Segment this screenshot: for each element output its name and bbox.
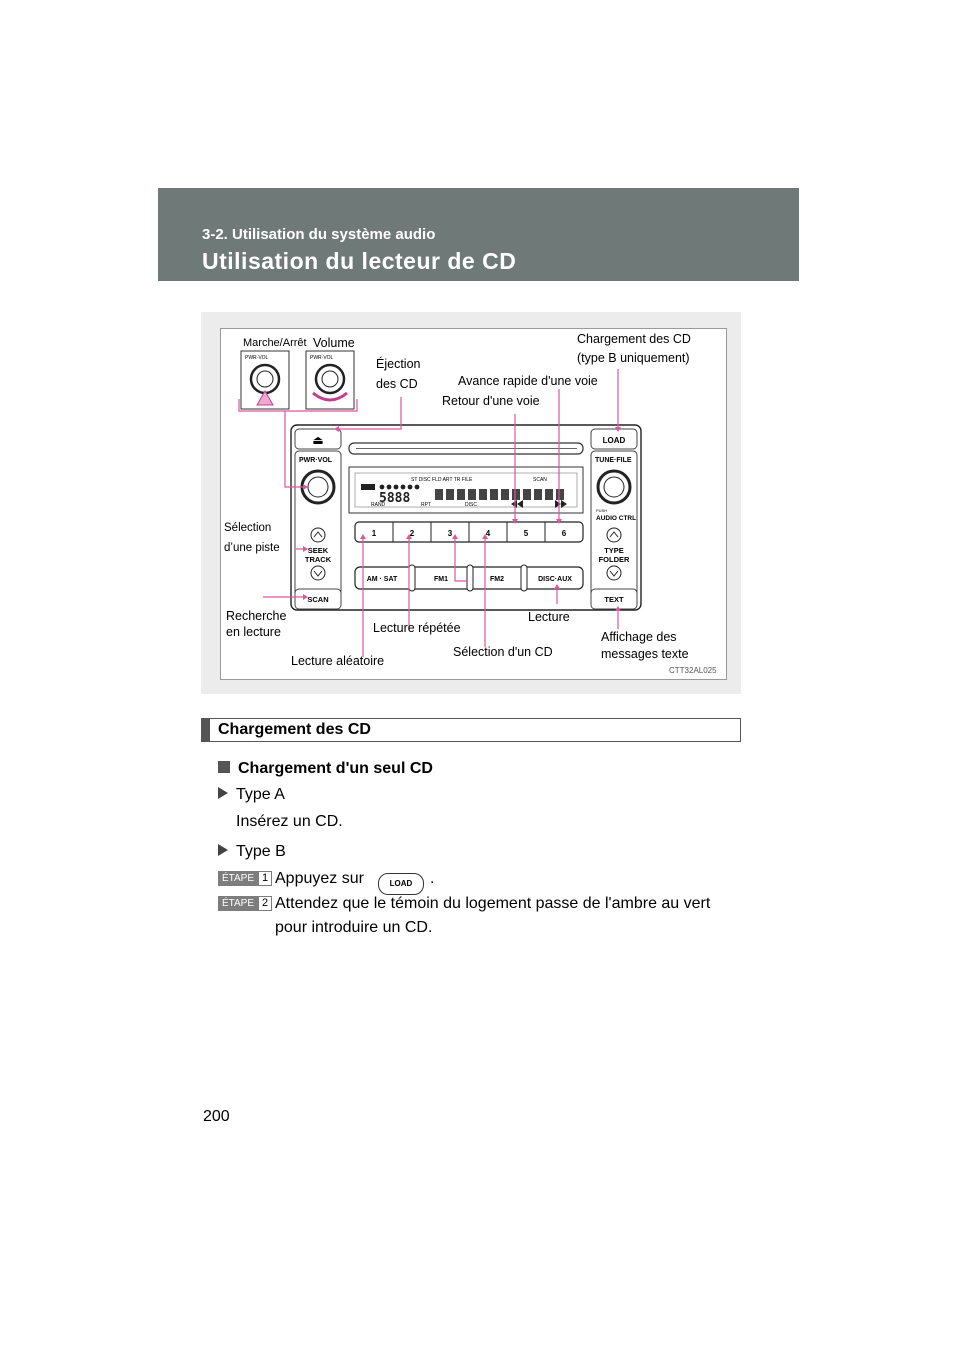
callout-text-msg-2: messages texte — [601, 647, 689, 661]
type-label: TYPE — [604, 546, 624, 555]
folder-label: FOLDER — [599, 555, 630, 564]
audio-ctrl-label: AUDIO CTRL — [596, 515, 636, 522]
callout-fast-forward: Avance rapide d'une voie — [458, 374, 598, 388]
preset-1: 1 — [372, 529, 377, 538]
triangle-bullet-icon — [218, 787, 228, 799]
display-rand: RAND — [371, 502, 386, 508]
callout-repeat: Lecture répétée — [373, 621, 461, 635]
callout-load-b-2: (type B uniquement) — [577, 351, 690, 365]
subheading: Chargement d'un seul CD — [218, 760, 433, 778]
callout-power: Marche/Arrêt — [243, 337, 307, 349]
preset-3: 3 — [448, 529, 453, 538]
type-a-text: Insérez un CD. — [236, 813, 343, 830]
type-b-heading: Type B — [218, 843, 286, 861]
preset-6: 6 — [562, 529, 567, 538]
callout-text-msg-1: Affichage des — [601, 630, 677, 644]
display-disc: DISC — [465, 502, 477, 508]
rewind-icon — [511, 500, 523, 508]
inset-volume-knob-center — [321, 370, 339, 388]
preset-2: 2 — [410, 529, 415, 538]
band-fm2: FM2 — [490, 576, 504, 583]
band-buttons: AM · SAT FM1 FM2 DISC·AUX — [354, 564, 584, 592]
load-label: LOAD — [603, 436, 626, 445]
section-title: Chargement des CD — [218, 721, 371, 738]
type-up-icon — [606, 527, 622, 543]
preset-4: 4 — [486, 529, 491, 538]
page-title: Utilisation du lecteur de CD — [202, 248, 517, 274]
callout-scan-play-2: en lecture — [226, 625, 281, 639]
audio-unit-figure: PWR·VOL PWR·VOL ⏏ LOAD PWR·VOL TUNE·FILE… — [220, 328, 727, 680]
step-2-text-line-2: pour introduire un CD. — [275, 919, 433, 936]
preset-buttons: 1 2 3 4 5 6 — [354, 521, 584, 543]
rotate-arrow-icon — [312, 391, 348, 402]
scan-label: SCAN — [307, 595, 328, 604]
preset-5: 5 — [524, 529, 529, 538]
band-disc-aux: DISC·AUX — [538, 576, 572, 583]
callout-select-track-2: d’une piste — [224, 542, 280, 554]
callout-eject-1: Éjection — [376, 357, 421, 371]
seek-up-icon — [310, 527, 326, 543]
push-label: PUSH — [596, 508, 607, 513]
display-scan: SCAN — [533, 477, 547, 483]
step-2-text-line-1: Attendez que le témoin du logement passe… — [275, 895, 711, 912]
seek-label: SEEK — [308, 546, 329, 555]
callout-play: Lecture — [528, 610, 570, 624]
square-bullet-icon — [218, 761, 230, 773]
page-number: 200 — [203, 1108, 230, 1125]
load-button-icon: LOAD — [377, 873, 424, 895]
callout-eject-2: des CD — [376, 377, 418, 391]
callout-volume: Volume — [313, 336, 355, 350]
leader-arrowheads — [303, 426, 621, 611]
text-button — [590, 588, 638, 610]
band-am-sat: AM · SAT — [367, 576, 398, 583]
callout-load-b-1: Chargement des CD — [577, 332, 691, 346]
callout-random: Lecture aléatoire — [291, 654, 385, 668]
inset-knob-label-1: PWR·VOL — [245, 355, 269, 361]
pwr-vol-label: PWR·VOL — [299, 457, 333, 464]
eject-icon: ⏏ — [312, 433, 323, 447]
tune-file-label: TUNE·FILE — [595, 457, 632, 464]
seek-down-icon — [310, 565, 326, 581]
callout-select-track-1: Sélection — [224, 522, 272, 534]
text-label: TEXT — [604, 595, 624, 604]
inset-knob-label-2: PWR·VOL — [310, 355, 334, 361]
figure-code: CTT32AL025 — [669, 666, 717, 675]
leader-lines — [263, 369, 619, 657]
load-button — [590, 428, 638, 450]
triangle-bullet-icon — [218, 844, 228, 856]
track-label: TRACK — [305, 555, 332, 564]
section-bar: Chargement des CD — [201, 718, 741, 742]
press-arrow-icon — [256, 389, 274, 406]
fast-forward-icon — [555, 500, 567, 508]
callout-disc-select: Sélection d'un CD — [453, 645, 553, 659]
callout-rewind: Retour d'une voie — [442, 394, 540, 408]
svg-text:5888: 5888 — [379, 491, 410, 506]
type-a-heading: Type A — [218, 786, 285, 804]
display-rpt: RPT — [421, 502, 431, 508]
audio-unit-drawing: PWR·VOL PWR·VOL ⏏ LOAD PWR·VOL TUNE·FILE… — [238, 350, 642, 657]
type-down-icon — [606, 565, 622, 581]
section-header: 3-2. Utilisation du système audio Utilis… — [158, 188, 799, 281]
display-top-indicators: ST DISC FLD ART TR FILE — [411, 477, 473, 483]
section-subtitle: 3-2. Utilisation du système audio — [202, 226, 436, 243]
callout-scan-play-1: Recherche — [226, 609, 287, 623]
scan-button — [294, 588, 342, 610]
band-fm1: FM1 — [434, 576, 448, 583]
inset-power-knob-center — [256, 370, 274, 388]
eject-button — [294, 428, 342, 450]
